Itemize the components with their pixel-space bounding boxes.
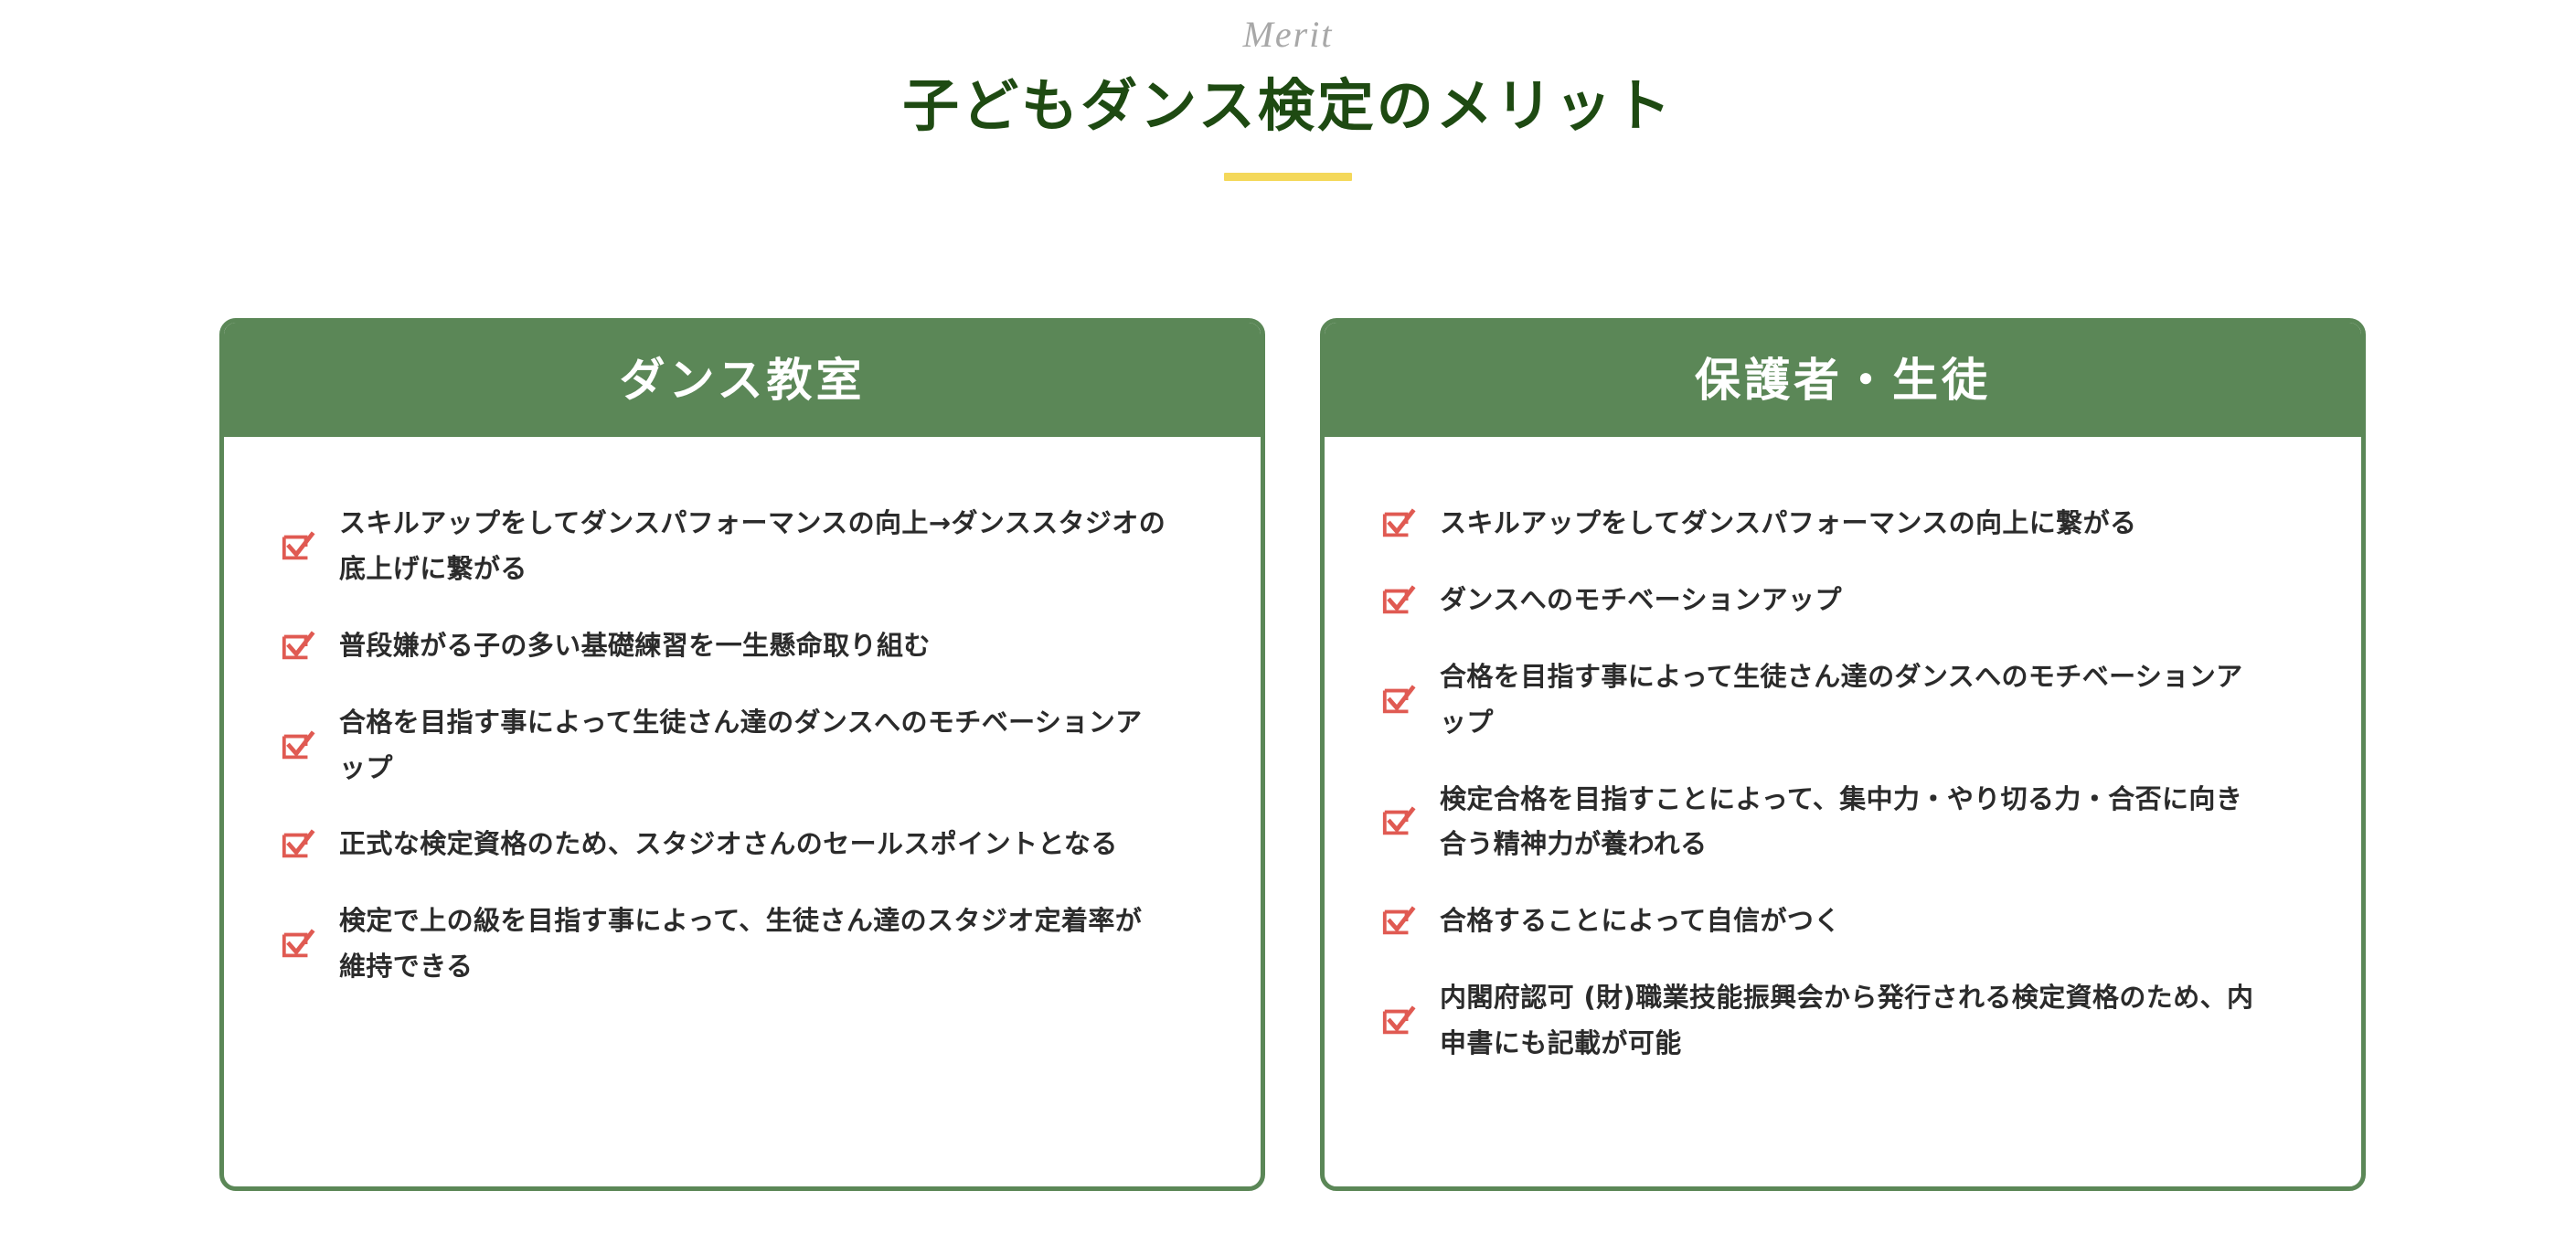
merit-item-text: 合格を目指す事によって生徒さん達のダンスへのモチベーションアップ [339,706,1143,783]
merit-cards-container: ダンス教室 スキルアップをしてダンスパフォーマンスの向上→ダンススタジオの底上げ… [219,318,2366,1191]
section-eyebrow-label: Merit [1242,14,1334,55]
checkbox-checked-icon [282,531,315,560]
merit-section-header: Merit 子どもダンス検定のメリット [0,0,2576,182]
checkbox-checked-icon [282,729,315,759]
list-item: 合格を目指す事によって生徒さん達のダンスへのモチベーションアップ [1381,654,2305,746]
checkbox-checked-icon [1382,906,1416,935]
checkbox-checked-icon [1382,806,1416,835]
merit-item-text: 検定合格を目指すことによって、集中力・やり切る力・合否に向き合う精神力が養われる [1440,782,2243,860]
card-body-guardian-student: スキルアップをしてダンスパフォーマンスの向上に繋がる ダンスへのモチベーションア… [1325,437,2361,1186]
merit-item-text: 検定で上の級を目指す事によって、生徒さん達のスタジオ定着率が維持できる [339,905,1143,983]
merit-card-guardian-student: 保護者・生徒 スキルアップをしてダンスパフォーマンスの向上に繋がる ダンスへのモ… [1320,318,2366,1191]
merit-list-dance-studio: スキルアップをしてダンスパフォーマンスの向上→ダンススタジオの底上げに繋がる 普… [281,501,1204,990]
list-item: ダンスへのモチベーションアップ [1381,578,2305,623]
list-item: 合格を目指す事によって生徒さん達のダンスへのモチベーションアップ [281,700,1204,792]
list-item: 正式な検定資格のため、スタジオさんのセールスポイントとなる [281,822,1204,867]
merit-item-text: 内閣府認可 (財)職業技能振興会から発行される検定資格のため、内申書にも記載が可… [1440,982,2254,1058]
title-underline-divider [1224,173,1352,182]
checkbox-checked-icon [1382,1005,1416,1035]
list-item: 普段嫌がる子の多い基礎練習を一生懸命取り組む [281,623,1204,669]
merit-item-text: スキルアップをしてダンスパフォーマンスの向上に繋がる [1440,507,2137,538]
checkbox-checked-icon [1382,684,1416,713]
card-heading-guardian-student: 保護者・生徒 [1325,323,2361,437]
merit-list-guardian-student: スキルアップをしてダンスパフォーマンスの向上に繋がる ダンスへのモチベーションア… [1381,501,2305,1067]
merit-item-text: 正式な検定資格のため、スタジオさんのセールスポイントとなる [339,828,1118,860]
merit-item-text: スキルアップをしてダンスパフォーマンスの向上→ダンススタジオの底上げに繋がる [339,507,1166,584]
page-title: 子どもダンス検定のメリット [902,72,1674,139]
card-heading-dance-studio: ダンス教室 [224,323,1261,437]
checkbox-checked-icon [282,929,315,958]
merit-item-text: ダンスへのモチベーションアップ [1440,583,1842,615]
list-item: 検定で上の級を目指す事によって、生徒さん達のスタジオ定着率が維持できる [281,898,1204,990]
list-item: 合格することによって自信がつく [1381,898,2305,944]
checkbox-checked-icon [282,829,315,858]
checkbox-checked-icon [1382,585,1416,614]
list-item: 内閣府認可 (財)職業技能振興会から発行される検定資格のため、内申書にも記載が可… [1381,975,2305,1067]
merit-card-dance-studio: ダンス教室 スキルアップをしてダンスパフォーマンスの向上→ダンススタジオの底上げ… [219,318,1265,1191]
card-body-dance-studio: スキルアップをしてダンスパフォーマンスの向上→ダンススタジオの底上げに繋がる 普… [224,437,1261,1186]
merit-item-text: 合格することによって自信がつく [1440,905,1841,937]
merit-item-text: 普段嫌がる子の多い基礎練習を一生懸命取り組む [339,629,931,661]
checkbox-checked-icon [282,631,315,659]
list-item: 検定合格を目指すことによって、集中力・やり切る力・合否に向き合う精神力が養われる [1381,777,2305,868]
list-item: スキルアップをしてダンスパフォーマンスの向上→ダンススタジオの底上げに繋がる [281,501,1204,592]
list-item: スキルアップをしてダンスパフォーマンスの向上に繋がる [1381,501,2305,547]
checkbox-checked-icon [1382,508,1416,537]
merit-item-text: 合格を目指す事によって生徒さん達のダンスへのモチベーションアップ [1440,660,2243,738]
